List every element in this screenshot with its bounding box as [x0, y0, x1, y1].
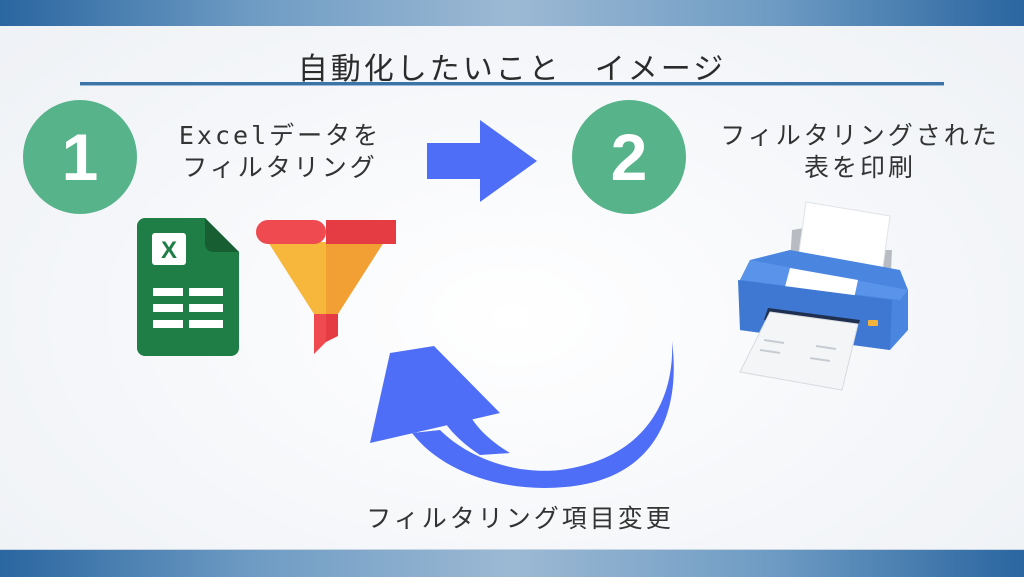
title-underline — [80, 82, 944, 86]
right-arrow-icon — [427, 120, 537, 202]
step-2-label-line2: 表を印刷 — [803, 153, 916, 182]
top-band — [0, 0, 1024, 26]
step-1-label-line1: Excelデータを — [178, 121, 382, 150]
bottom-band — [0, 549, 1024, 577]
printer-icon — [738, 201, 908, 391]
step-1-label-line2: フィルタリング — [182, 153, 378, 182]
funnel-icon — [256, 220, 396, 354]
step-2-label: フィルタリングされた 表を印刷 — [700, 120, 1020, 184]
loop-label: フィルタリング項目変更 — [366, 504, 674, 533]
svg-text:X: X — [161, 237, 177, 264]
step-2-badge: 2 — [572, 100, 686, 214]
step-1-label: Excelデータを フィルタリング — [160, 120, 400, 184]
step-1-badge: 1 — [23, 100, 137, 214]
page-title: 自動化したいこと イメージ — [297, 52, 727, 87]
step-2-label-line1: フィルタリングされた — [720, 121, 1000, 150]
excel-file-icon: X — [137, 218, 239, 356]
curved-return-arrow-icon — [370, 341, 674, 488]
